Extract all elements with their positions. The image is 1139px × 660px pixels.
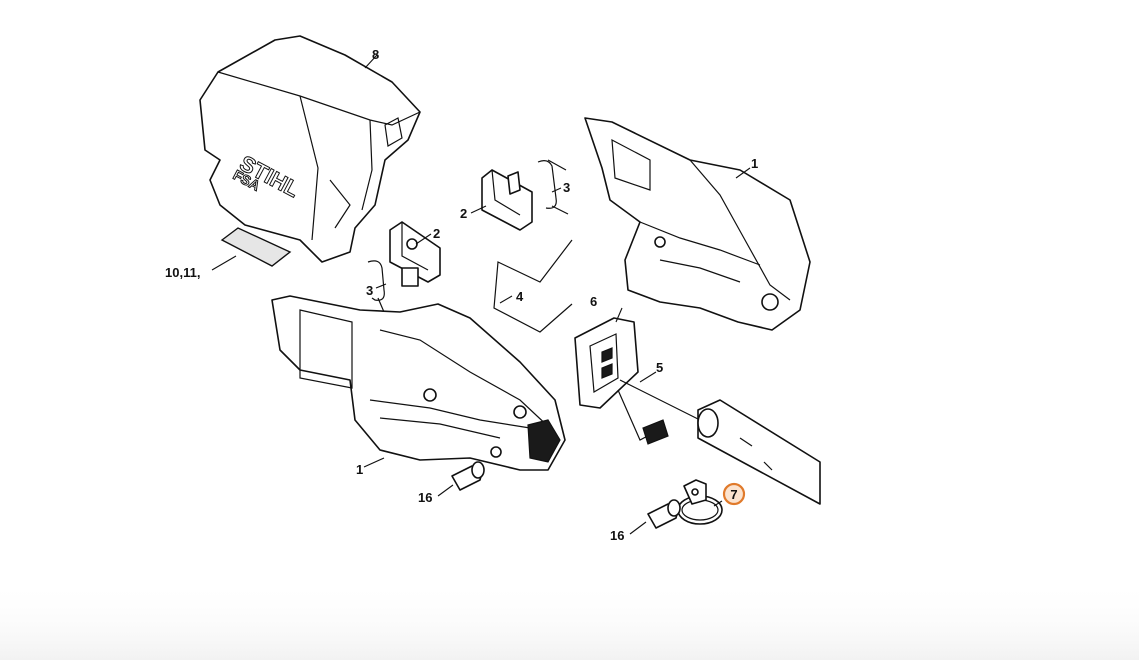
highlight-marker[interactable]: 7 [722,482,746,506]
decal-part [220,227,292,267]
leader-lines [211,54,751,535]
label-screw-left: 16 [418,490,432,505]
switch-part [574,317,639,409]
label-housing-shell-right: 1 [751,156,758,171]
housing-cover-part: STIHL FSA [199,35,421,263]
label-spring-left: 3 [366,283,373,298]
label-housing-cover: 8 [372,47,379,62]
label-trigger-left: 2 [433,226,440,241]
clamp-part [677,479,723,525]
trigger-part-right [481,169,533,231]
label-cable: 5 [656,360,663,375]
label-switch: 6 [590,294,597,309]
cable-tube-part [617,379,821,505]
housing-shell-part-left [271,295,566,471]
highlight-circle [722,482,746,506]
screw-part-right [647,499,681,529]
housing-shell-part-right [584,117,811,331]
label-decal-set: 10,11, [165,265,200,280]
label-wire-bracket: 4 [516,289,524,304]
label-trigger-right: 2 [460,206,467,221]
label-screw-right: 16 [610,528,624,543]
bottom-fade [0,580,1139,660]
label-housing-shell-left: 1 [356,462,363,477]
spring-part-right [537,159,569,215]
label-clamp: 7 [730,487,737,502]
screw-part-left [451,461,485,491]
wire-bracket-part [493,239,573,333]
label-spring-right: 3 [563,180,570,195]
trigger-part-left [389,221,441,287]
